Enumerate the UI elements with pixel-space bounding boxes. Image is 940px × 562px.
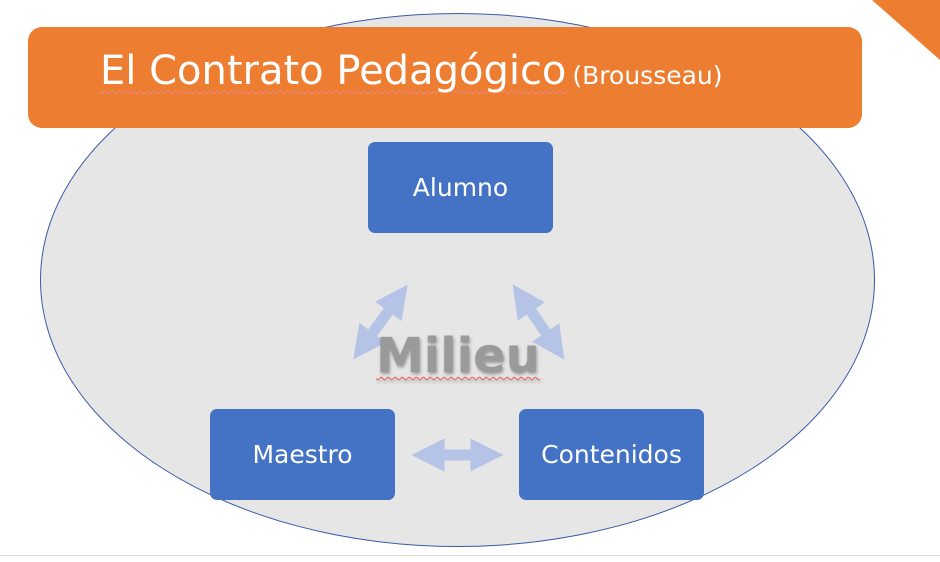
- title-sub: (Brousseau): [572, 61, 723, 90]
- arrow-alumno-maestro: [353, 284, 408, 360]
- node-alumno: Alumno: [368, 142, 553, 233]
- node-contenidos: Contenidos: [519, 409, 704, 500]
- bottom-divider: [0, 555, 940, 556]
- arrow-alumno-contenidos: [512, 284, 565, 360]
- slide-title: El Contrato Pedagógico(Brousseau): [100, 48, 723, 94]
- milieu-label: Milieu: [376, 328, 540, 384]
- node-maestro: Maestro: [210, 409, 395, 500]
- corner-decoration: [872, 0, 940, 60]
- title-banner: [28, 27, 862, 128]
- title-main: El Contrato Pedagógico: [100, 48, 567, 94]
